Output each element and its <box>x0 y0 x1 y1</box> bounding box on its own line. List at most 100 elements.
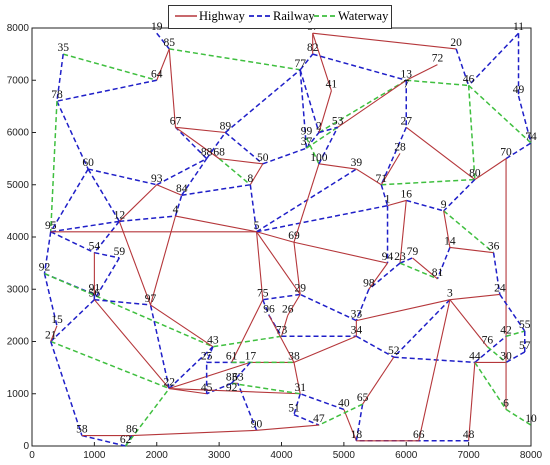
highway-edge <box>368 262 388 290</box>
node-label-79: 79 <box>407 246 419 258</box>
railway-edge <box>224 69 301 134</box>
railway-edge <box>505 351 526 364</box>
railway-edge <box>299 53 314 71</box>
node-label-20: 20 <box>450 37 462 49</box>
railway-edge <box>262 299 270 316</box>
node-label-76: 76 <box>482 335 494 347</box>
legend-waterway-label: Waterway <box>338 9 389 23</box>
highway-edge <box>293 163 320 243</box>
node-label-91: 91 <box>89 282 101 294</box>
railway-edge <box>156 32 170 50</box>
railway-edge <box>149 304 170 389</box>
waterway-edge <box>62 53 157 81</box>
node-label-66: 66 <box>413 429 425 441</box>
highway-edge <box>293 241 388 264</box>
railway-edge <box>505 142 532 160</box>
node-label-52: 52 <box>388 345 400 357</box>
node-label-90: 90 <box>251 418 263 430</box>
railway-edge <box>50 341 83 436</box>
railway-edge <box>181 184 251 196</box>
node-label-70: 70 <box>500 147 512 159</box>
node-label-15: 15 <box>51 314 63 326</box>
node-label-60: 60 <box>82 157 94 169</box>
railway-edge <box>517 95 532 144</box>
railway-edge <box>256 168 357 233</box>
y-tick-label: 3000 <box>7 284 30 295</box>
waterway-edge <box>399 262 438 280</box>
legend-highway-label: Highway <box>199 9 245 23</box>
node-label-42: 42 <box>500 324 512 336</box>
waterway-edge <box>468 84 532 144</box>
railway-edge <box>455 48 470 86</box>
node-label-83: 83 <box>226 371 238 383</box>
railway-edge <box>318 126 339 165</box>
highway-edge <box>312 32 457 50</box>
railway-edge <box>468 32 520 86</box>
node-label-34: 34 <box>351 324 363 336</box>
node-label-50: 50 <box>257 152 269 164</box>
railway-edge <box>56 100 89 170</box>
y-tick-label: 4000 <box>7 232 30 243</box>
node-label-28: 28 <box>394 141 406 153</box>
railway-edge <box>312 53 407 81</box>
railway-edge <box>168 346 214 390</box>
x-tick-label: 0 <box>29 450 35 461</box>
highway-edge <box>293 335 357 363</box>
railway-edge <box>499 294 526 332</box>
waterway-edge <box>306 126 339 149</box>
y-tick-label: 5000 <box>7 180 30 191</box>
railway-edge <box>174 194 183 217</box>
node-label-93: 93 <box>151 173 163 185</box>
highway-edge <box>406 64 438 81</box>
waterway-edge <box>44 272 214 348</box>
node-label-63: 63 <box>232 371 244 383</box>
railway-edge <box>256 204 388 233</box>
railway-edge <box>368 262 401 290</box>
highway-edge <box>405 126 476 180</box>
node-label-12: 12 <box>114 209 126 221</box>
y-tick-label: 0 <box>23 441 29 452</box>
x-tick-label: 4000 <box>270 450 293 461</box>
highway-edge <box>293 242 301 295</box>
node-label-6: 6 <box>503 397 509 409</box>
railway-edge <box>443 178 476 212</box>
waterway-edge <box>505 330 525 337</box>
node-label-88: 88 <box>201 147 213 159</box>
highway-edge <box>362 356 395 405</box>
node-label-68: 68 <box>213 147 225 159</box>
railway-edge <box>205 346 214 363</box>
railway-edge <box>43 273 58 326</box>
railway-edge <box>50 299 95 343</box>
node-label-72: 72 <box>432 53 444 65</box>
node-label-39: 39 <box>351 157 363 169</box>
node-label-95: 95 <box>45 220 57 232</box>
node-label-4: 4 <box>173 204 179 216</box>
railway-edge <box>56 79 157 102</box>
node-label-29: 29 <box>294 282 306 294</box>
node-label-55: 55 <box>519 319 531 331</box>
railway-edge <box>224 131 264 165</box>
node-label-14: 14 <box>444 235 456 247</box>
node-label-82: 82 <box>307 42 319 54</box>
node-label-43: 43 <box>207 335 219 347</box>
railway-edge <box>87 168 157 186</box>
x-tick-label: 5000 <box>333 450 356 461</box>
railway-edge <box>355 404 364 441</box>
node-label-23: 23 <box>394 251 406 263</box>
node-label-62: 62 <box>120 434 132 446</box>
highway-edge <box>293 362 301 394</box>
x-tick-label: 1000 <box>83 450 106 461</box>
x-tick-label: 2000 <box>146 450 169 461</box>
node-label-77: 77 <box>294 58 306 70</box>
node-label-13: 13 <box>401 68 413 80</box>
node-label-3: 3 <box>447 288 453 300</box>
node-label-37: 37 <box>301 136 313 148</box>
highway-edge <box>380 153 401 186</box>
node-label-53: 53 <box>332 115 344 127</box>
waterway-edge <box>505 408 532 426</box>
node-label-41: 41 <box>326 79 338 91</box>
node-label-65: 65 <box>357 392 369 404</box>
highway-edge <box>168 48 177 128</box>
highway-edge <box>169 387 207 395</box>
highway-edge <box>231 299 264 363</box>
